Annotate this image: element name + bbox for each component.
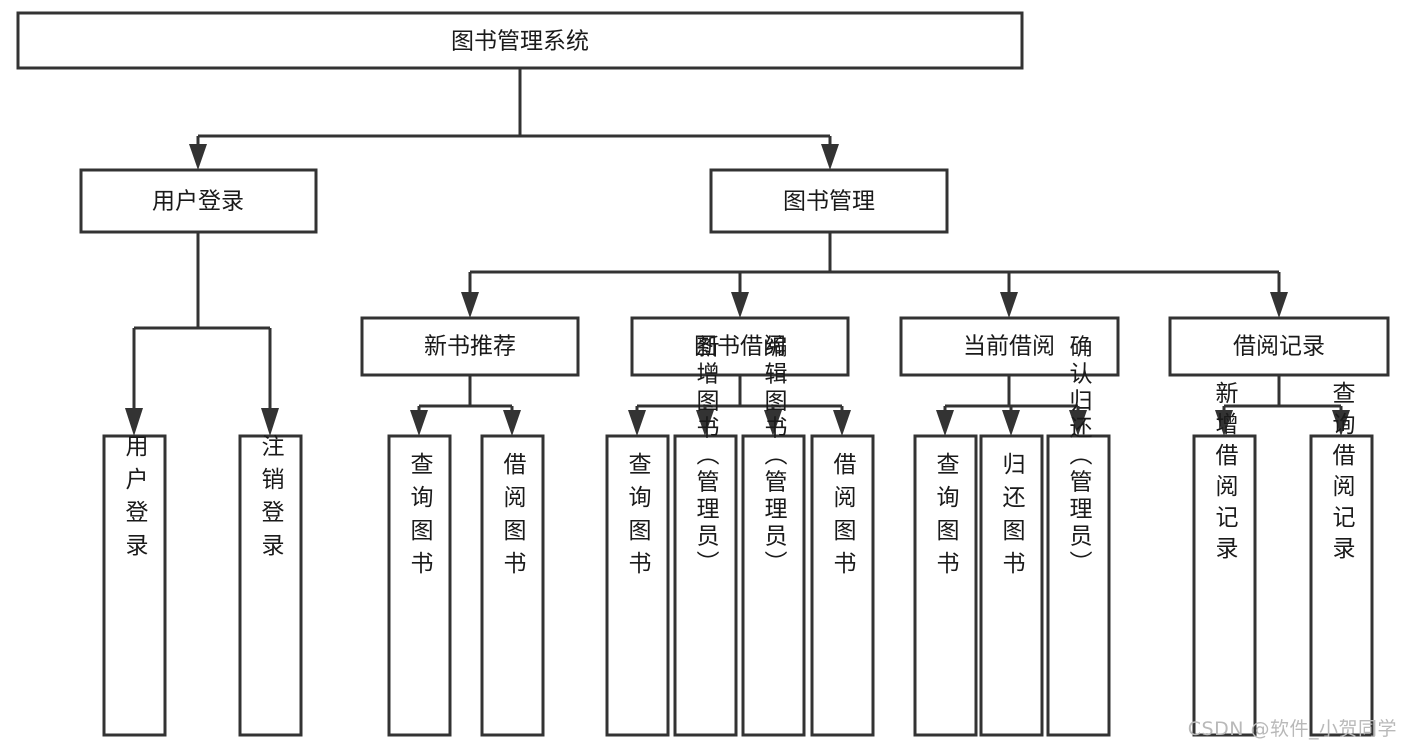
arrow-head-cb-leaf-1	[936, 410, 954, 436]
leaf-br-query-record[interactable]: 查询借阅记录	[1309, 381, 1374, 737]
arrow-head-bb-leaf-1	[628, 410, 646, 436]
leaf-bb-add-book-admin-box[interactable]	[673, 434, 738, 737]
leaf-cb-return-book-box[interactable]	[979, 434, 1044, 737]
node-user-login[interactable]: 用户登录	[79, 168, 318, 234]
leaf-bb-query-book[interactable]: 查询图书	[605, 434, 670, 737]
leaf-bb-query-book-label: 查询图书	[624, 452, 652, 584]
arrow-head-borrow-record	[1270, 292, 1288, 318]
leaf-logout-box[interactable]	[238, 434, 303, 737]
node-root-label: 图书管理系统	[451, 29, 589, 55]
arrow-head-current-borrow	[1000, 292, 1018, 318]
leaf-bb-borrow-book-box[interactable]	[810, 434, 875, 737]
arrow-head-bb-leaf-2	[696, 410, 714, 436]
leaf-user-login[interactable]: 用户登录	[102, 434, 167, 737]
connector-group-book-borrow	[628, 375, 851, 436]
arrow-head-user-login	[189, 144, 207, 170]
arrow-head-nbr-leaf-1	[410, 410, 428, 436]
node-borrow-record-box[interactable]	[1168, 316, 1390, 377]
leaf-nbr-query-book-label: 查询图书	[406, 452, 434, 584]
node-new-book-recommend[interactable]: 新书推荐	[360, 316, 580, 377]
leaf-bb-edit-book-admin[interactable]: 编辑图书（管理员）	[741, 335, 806, 737]
arrow-head-book-manage	[821, 144, 839, 170]
connector-group-current-borrow	[936, 375, 1087, 436]
node-borrow-record-label: 借阅记录	[1233, 334, 1325, 360]
node-book-borrow-label: 图书借阅	[694, 334, 786, 360]
leaf-cb-return-book-label: 归还图书	[998, 452, 1026, 584]
leaf-bb-add-book-admin-label: 新增图书（管理员）	[692, 335, 720, 578]
leaf-cb-query-book-box[interactable]	[913, 434, 978, 737]
leaf-user-login-box[interactable]	[102, 434, 167, 737]
connector-group-borrow-record	[1215, 375, 1350, 436]
csdn-watermark: CSDN @软件_小贺同学	[1187, 718, 1397, 740]
arrow-head-book-borrow	[731, 292, 749, 318]
node-current-borrow-label: 当前借阅	[963, 334, 1055, 360]
node-book-borrow-box[interactable]	[630, 316, 850, 377]
node-root-box[interactable]	[16, 11, 1024, 70]
arrow-head-leaf-user-login	[125, 408, 143, 436]
leaf-cb-query-book-label: 查询图书	[932, 452, 960, 584]
arrow-head-leaf-logout	[261, 408, 279, 436]
leaf-bb-query-book-box[interactable]	[605, 434, 670, 737]
leaf-nbr-borrow-book[interactable]: 借阅图书	[480, 434, 545, 737]
leaf-cb-confirm-return-admin-box[interactable]	[1046, 434, 1111, 737]
arrow-head-cb-leaf-2	[1002, 410, 1020, 436]
leaf-br-add-record-box[interactable]	[1192, 434, 1257, 737]
connector-group-new-book-recommend	[410, 375, 521, 436]
connector-group-user-login	[125, 232, 279, 436]
node-root[interactable]: 图书管理系统	[16, 11, 1024, 70]
node-book-borrow[interactable]: 图书借阅	[630, 316, 850, 377]
leaf-br-add-record[interactable]: 新增借阅记录	[1192, 381, 1257, 737]
leaf-logout[interactable]: 注销登录	[238, 434, 303, 737]
leaf-nbr-borrow-book-box[interactable]	[480, 434, 545, 737]
leaf-br-query-record-box[interactable]	[1309, 434, 1374, 737]
leaf-br-add-record-label: 新增借阅记录	[1211, 381, 1239, 567]
arrow-head-bb-leaf-3	[764, 410, 782, 436]
arrow-head-nbr-leaf-2	[503, 410, 521, 436]
leaf-cb-return-book[interactable]: 归还图书	[979, 434, 1044, 737]
connector-group-root	[189, 68, 839, 170]
node-current-borrow-box[interactable]	[899, 316, 1120, 377]
leaf-bb-add-book-admin[interactable]: 新增图书（管理员）	[673, 335, 738, 737]
node-current-borrow[interactable]: 当前借阅	[899, 316, 1120, 377]
arrow-head-br-leaf-1	[1215, 410, 1233, 436]
arrow-head-bb-leaf-4	[833, 410, 851, 436]
node-book-manage-box[interactable]	[709, 168, 949, 234]
node-borrow-record[interactable]: 借阅记录	[1168, 316, 1390, 377]
node-new-book-recommend-box[interactable]	[360, 316, 580, 377]
leaf-br-query-record-label: 查询借阅记录	[1328, 381, 1356, 567]
leaf-bb-edit-book-admin-box[interactable]	[741, 434, 806, 737]
node-book-manage[interactable]: 图书管理	[709, 168, 949, 234]
connector-group-book-manage	[461, 232, 1288, 318]
leaf-cb-confirm-return-admin-label: 确认归还（管理员）	[1065, 335, 1093, 578]
arrow-head-br-leaf-2	[1332, 410, 1350, 436]
leaf-logout-label: 注销登录	[257, 434, 285, 566]
leaf-nbr-query-book[interactable]: 查询图书	[387, 434, 452, 737]
leaf-bb-borrow-book-label: 借阅图书	[829, 452, 857, 584]
leaf-user-login-label: 用户登录	[121, 434, 149, 566]
leaf-bb-edit-book-admin-label: 编辑图书（管理员）	[760, 335, 788, 578]
leaf-cb-confirm-return-admin[interactable]: 确认归还（管理员）	[1046, 335, 1111, 737]
node-user-login-label: 用户登录	[152, 189, 244, 215]
leaf-bb-borrow-book[interactable]: 借阅图书	[810, 434, 875, 737]
leaf-nbr-query-book-box[interactable]	[387, 434, 452, 737]
node-book-manage-label: 图书管理	[783, 189, 875, 215]
node-user-login-box[interactable]	[79, 168, 318, 234]
leaf-nbr-borrow-book-label: 借阅图书	[499, 452, 527, 584]
arrow-head-new-book-recommend	[461, 292, 479, 318]
leaf-cb-query-book[interactable]: 查询图书	[913, 434, 978, 737]
node-new-book-recommend-label: 新书推荐	[424, 334, 516, 360]
arrow-head-cb-leaf-3	[1069, 410, 1087, 436]
